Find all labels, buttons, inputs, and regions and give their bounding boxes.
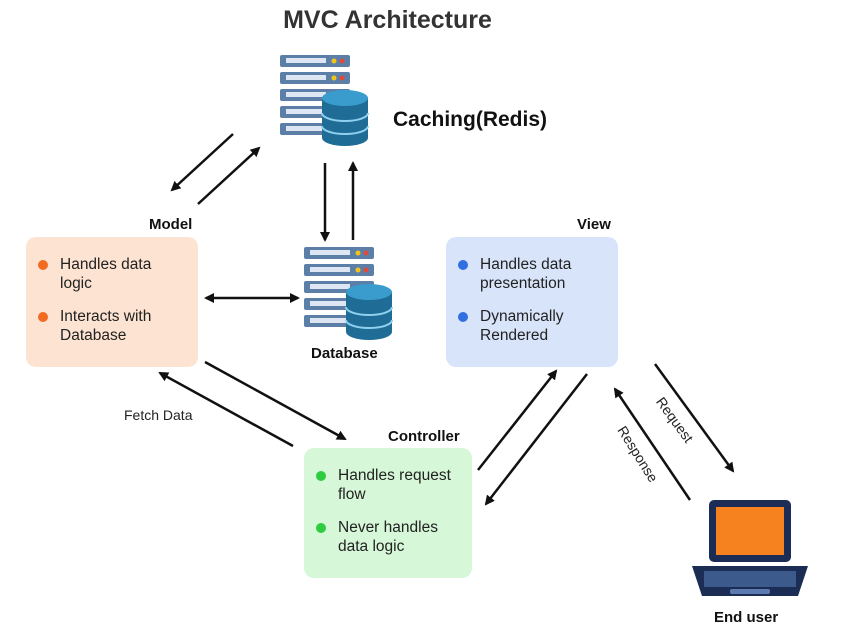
controller-item-text: Never handles data logic: [338, 519, 438, 555]
model-item-text: Handles data logic: [60, 256, 152, 292]
bullet-dot: [38, 312, 48, 322]
controller-label: Controller: [388, 428, 460, 445]
bullet-dot: [458, 260, 468, 270]
view-box: Handles data presentation Dynamically Re…: [446, 237, 618, 367]
controller-item-text: Handles request flow: [338, 467, 451, 503]
database-label: Database: [311, 345, 378, 362]
model-box: Handles data logic Interacts with Databa…: [26, 237, 198, 367]
cache-server-icon: [280, 55, 369, 146]
view-label: View: [577, 216, 611, 233]
diagram-title: MVC Architecture: [283, 6, 492, 34]
arrow-model-to-controller: [204, 360, 347, 441]
cache-label: Caching(Redis): [393, 108, 548, 131]
database-server-icon: [304, 247, 393, 340]
arrow-controller-to-view: [477, 369, 558, 471]
view-item-text: Dynamically Rendered: [480, 308, 564, 344]
controller-box: Handles request flow Never handles data …: [304, 448, 472, 578]
controller-item: Handles request flow: [316, 466, 460, 504]
arrow-cache-to-model: [170, 133, 234, 192]
bullet-dot: [316, 471, 326, 481]
controller-item: Never handles data logic: [316, 518, 460, 556]
view-item-text: Handles data presentation: [480, 256, 572, 292]
model-item-text: Interacts with Database: [60, 308, 152, 344]
arrow-controller-to-model: [158, 371, 294, 448]
model-item: Interacts with Database: [38, 307, 186, 345]
bullet-dot: [316, 523, 326, 533]
arrow-request: [653, 363, 735, 473]
bullet-dot: [458, 312, 468, 322]
model-item: Handles data logic: [38, 255, 186, 293]
fetch-data-label: Fetch Data: [124, 407, 193, 423]
arrow-response: [613, 387, 692, 501]
view-item: Handles data presentation: [458, 255, 606, 293]
arrow-view-to-controller: [484, 373, 588, 506]
model-label: Model: [149, 216, 193, 233]
view-item: Dynamically Rendered: [458, 307, 606, 345]
end-user-label: End user: [714, 609, 779, 626]
laptop-icon: [692, 500, 808, 596]
bullet-dot: [38, 260, 48, 270]
arrow-model-to-cache: [197, 146, 261, 205]
